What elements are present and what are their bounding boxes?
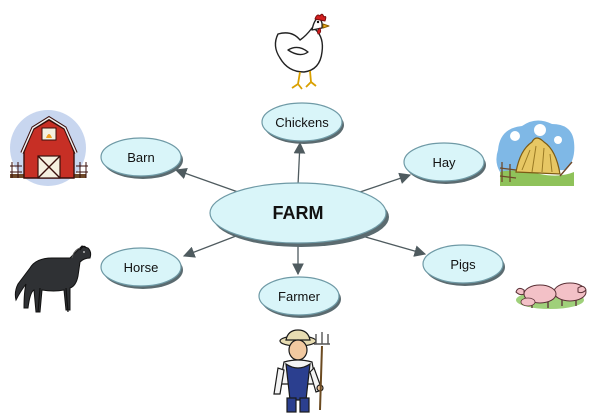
node-horse: Horse (100, 247, 183, 289)
node-barn-label: Barn (127, 150, 154, 165)
node-pigs: Pigs (422, 244, 505, 286)
node-farmer: Farmer (258, 276, 341, 318)
arrow-to-hay (359, 172, 412, 193)
horse-icon (14, 245, 92, 313)
connector-arrows (174, 141, 427, 276)
node-chickens: Chickens (261, 102, 344, 144)
node-horse-label: Horse (124, 260, 159, 275)
pigs-icon (515, 282, 587, 309)
node-barn: Barn (100, 137, 183, 179)
red-barn-icon (10, 110, 88, 186)
center-node-label: FARM (273, 203, 324, 223)
node-hay: Hay (403, 142, 486, 184)
arrow-to-pigs (361, 235, 427, 257)
node-chickens-label: Chickens (275, 115, 329, 130)
farmer-with-pitchfork-icon (273, 329, 330, 413)
node-pigs-label: Pigs (450, 257, 476, 272)
arrow-to-barn (174, 168, 239, 193)
node-farmer-label: Farmer (278, 289, 321, 304)
node-hay-label: Hay (432, 155, 456, 170)
haystack-icon (496, 120, 575, 186)
arrow-to-chickens (293, 141, 306, 186)
chicken-icon (274, 13, 330, 90)
arrow-to-horse (182, 235, 237, 258)
center-node: FARM (209, 182, 389, 247)
